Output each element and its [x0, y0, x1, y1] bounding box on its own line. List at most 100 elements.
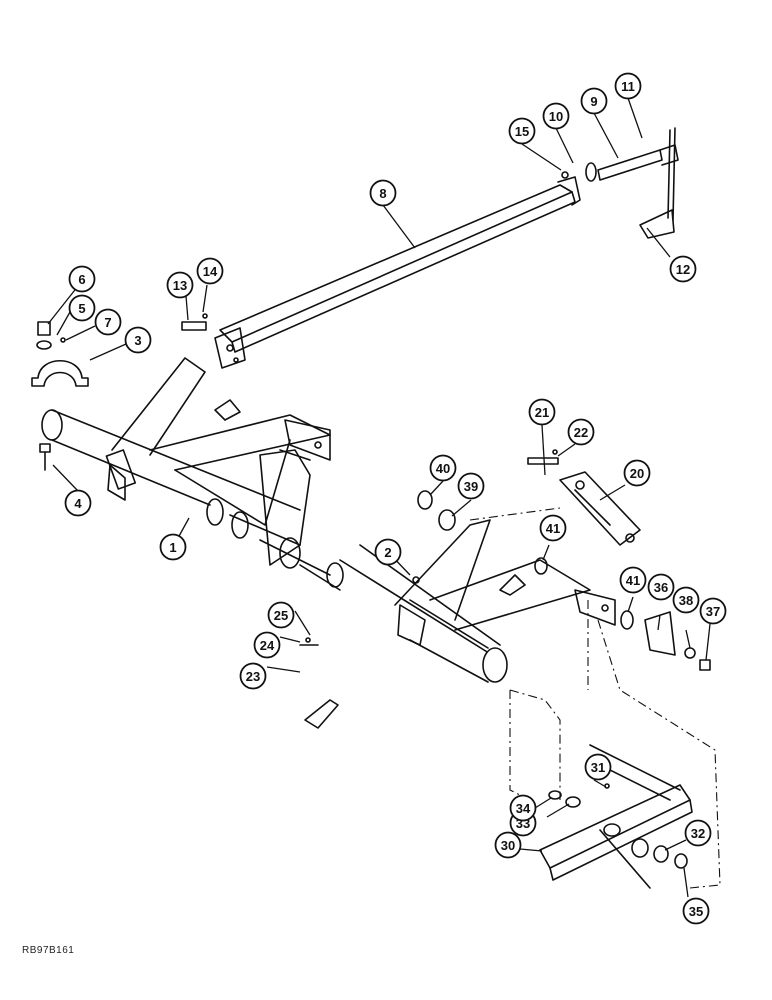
- callout-circle: [267, 601, 295, 629]
- callout-circle: [68, 294, 96, 322]
- callout-38: 38: [672, 586, 700, 614]
- callout-41: 41: [539, 514, 567, 542]
- callout-label: 3: [134, 333, 141, 348]
- callout-5: 5: [68, 294, 96, 322]
- callout-label: 40: [436, 461, 450, 476]
- callout-circle: [623, 459, 651, 487]
- callout-7: 7: [94, 308, 122, 336]
- cylinder-mount: [559, 471, 641, 546]
- callout-label: 12: [676, 262, 690, 277]
- callout-label: 22: [574, 425, 588, 440]
- callout-label: 23: [246, 669, 260, 684]
- callout-25: 25: [267, 601, 295, 629]
- callout-circle: [528, 398, 556, 426]
- callout-circle: [508, 117, 536, 145]
- callout-circle: [619, 566, 647, 594]
- draw-bar: [214, 176, 581, 369]
- callout-label: 9: [590, 94, 597, 109]
- callout-circle: [253, 631, 281, 659]
- callout-circle: [684, 819, 712, 847]
- callout-circle: [196, 257, 224, 285]
- clamp-hardware: [31, 313, 208, 471]
- callout-label: 15: [515, 124, 529, 139]
- drawing-reference-code: RB97B161: [22, 945, 75, 956]
- callout-6: 6: [68, 265, 96, 293]
- callout-label: 37: [706, 604, 720, 619]
- callout-21: 21: [528, 398, 556, 426]
- callout-circle: [159, 533, 187, 561]
- callout-label: 34: [516, 801, 531, 816]
- small-hardware: [299, 171, 711, 729]
- phantom-lines: [469, 507, 721, 889]
- callout-circle: [682, 897, 710, 925]
- callout-label: 4: [74, 496, 82, 511]
- callout-39: 39: [457, 472, 485, 500]
- callout-8: 8: [369, 179, 397, 207]
- callout-13: 13: [166, 271, 194, 299]
- callout-circle: [457, 472, 485, 500]
- callout-37: 37: [699, 597, 727, 625]
- callout-label: 31: [591, 760, 605, 775]
- callout-label: 24: [260, 638, 275, 653]
- callout-11: 11: [614, 72, 642, 100]
- callout-3: 3: [124, 326, 152, 354]
- callout-circle: [94, 308, 122, 336]
- callout-circle: [672, 586, 700, 614]
- callout-circle: [669, 255, 697, 283]
- callout-circle: [647, 573, 675, 601]
- callout-1: 1: [159, 533, 187, 561]
- callout-label: 7: [104, 315, 111, 330]
- callout-label: 11: [621, 79, 635, 94]
- callout-label: 21: [535, 405, 549, 420]
- callout-circle: [369, 179, 397, 207]
- callout-label: 30: [501, 838, 515, 853]
- jack-screw: [585, 127, 679, 239]
- callout-label: 20: [630, 466, 644, 481]
- callout-40: 40: [429, 454, 457, 482]
- callout-label: 1: [169, 540, 176, 555]
- callout-34: 34: [509, 794, 537, 822]
- callout-label: 41: [546, 521, 560, 536]
- callout-circle: [580, 87, 608, 115]
- callout-24: 24: [253, 631, 281, 659]
- callout-label: 41: [626, 573, 640, 588]
- leader-lines: [47, 97, 712, 898]
- callout-circle: [539, 514, 567, 542]
- callout-label: 36: [654, 580, 668, 595]
- callout-label: 10: [549, 109, 563, 124]
- callout-circle: [494, 831, 522, 859]
- callout-41: 41: [619, 566, 647, 594]
- callout-circle: [542, 102, 570, 130]
- callout-10: 10: [542, 102, 570, 130]
- callout-14: 14: [196, 257, 224, 285]
- callout-15: 15: [508, 117, 536, 145]
- callout-circle: [68, 265, 96, 293]
- left-hitch-arm: [105, 357, 331, 566]
- callout-circle: [239, 662, 267, 690]
- caster-axle-assembly: [539, 744, 693, 889]
- callout-circle: [374, 538, 402, 566]
- callout-22: 22: [567, 418, 595, 446]
- callout-circle: [429, 454, 457, 482]
- callout-circle: [509, 794, 537, 822]
- callout-label: 39: [464, 479, 478, 494]
- callout-circle: [567, 418, 595, 446]
- callout-31: 31: [584, 753, 612, 781]
- callout-label: 25: [274, 608, 288, 623]
- callout-32: 32: [684, 819, 712, 847]
- callout-circle: [124, 326, 152, 354]
- callout-circle: [699, 597, 727, 625]
- callout-label: 32: [691, 826, 705, 841]
- callout-20: 20: [623, 459, 651, 487]
- callout-circle: [614, 72, 642, 100]
- callout-label: 14: [203, 264, 218, 279]
- callout-circle: [584, 753, 612, 781]
- callout-30: 30: [494, 831, 522, 859]
- callout-label: 5: [78, 301, 85, 316]
- callout-4: 4: [64, 489, 92, 517]
- callout-12: 12: [669, 255, 697, 283]
- callout-label: 8: [379, 186, 386, 201]
- callout-36: 36: [647, 573, 675, 601]
